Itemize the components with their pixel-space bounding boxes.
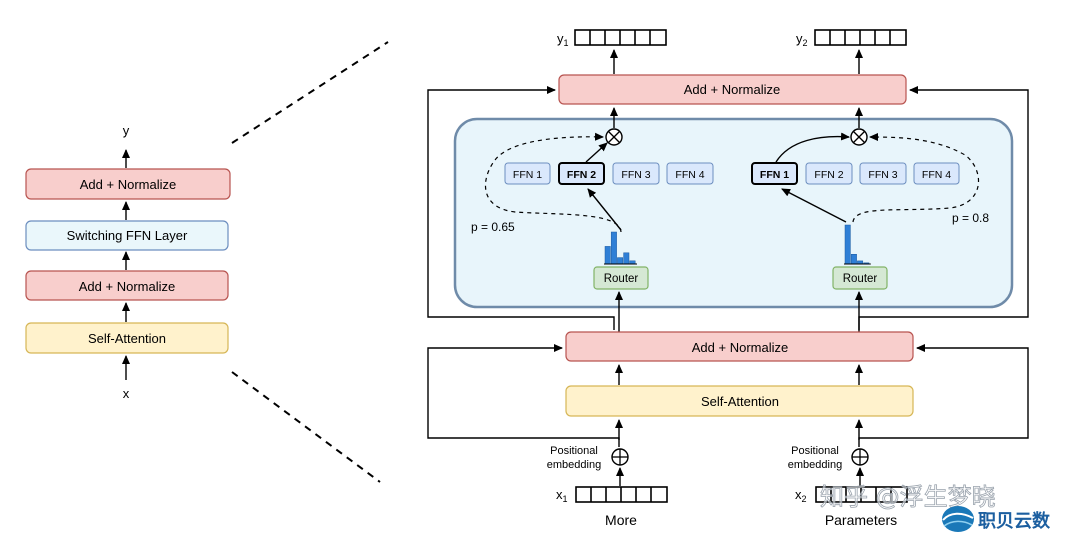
left-output-label: y <box>123 123 130 138</box>
token2-hist-bar-1 <box>844 224 851 265</box>
self-attention-block: Self-Attention <box>565 385 914 417</box>
token1-ffn-1: FFN 1 <box>504 162 551 185</box>
pos-embed-label-1a: Positional <box>550 445 598 457</box>
pos-embed-label-1b: embedding <box>547 459 601 471</box>
x1-label: x1 <box>556 487 568 504</box>
token1-ffn-2-selected: FFN 2 <box>558 162 605 185</box>
svg-text:FFN 1: FFN 1 <box>760 169 789 181</box>
token1-expert-row: FFN 1 FFN 2 FFN 3 FFN 4 <box>504 162 714 185</box>
x2-label: x2 <box>795 487 807 504</box>
pos-embed-plus-2 <box>851 448 869 466</box>
svg-text:Router: Router <box>843 273 878 285</box>
svg-text:FFN 1: FFN 1 <box>513 169 542 181</box>
svg-text:FFN 3: FFN 3 <box>621 169 650 181</box>
token2-router: Router <box>832 266 888 290</box>
left-switching-ffn-label: Switching FFN Layer <box>67 228 188 243</box>
left-input-label: x <box>123 386 130 401</box>
zoom-line-top <box>231 41 389 144</box>
mid-add-norm: Add + Normalize <box>565 331 914 362</box>
left-add-norm-bottom-label: Add + Normalize <box>79 279 175 294</box>
y2-label: y2 <box>796 31 808 48</box>
mid-add-norm-label: Add + Normalize <box>692 340 788 355</box>
output-y1: y1 <box>557 29 667 48</box>
token1-prob-path <box>484 132 622 233</box>
token1-router-histogram <box>604 231 637 265</box>
token2-hist-bar-2 <box>850 254 857 265</box>
token2-ffn-2: FFN 2 <box>805 162 853 185</box>
left-stack: y Add + Normalize Switching FFN Layer Ad… <box>25 123 231 401</box>
svg-text:FFN 4: FFN 4 <box>922 169 951 181</box>
svg-text:Router: Router <box>604 273 639 285</box>
token2-prob-label: p = 0.8 <box>952 211 989 225</box>
svg-text:FFN 2: FFN 2 <box>567 169 596 181</box>
left-switching-ffn-layer: Switching FFN Layer <box>25 220 229 251</box>
left-self-attention-label: Self-Attention <box>88 331 166 346</box>
token1-router: Router <box>593 266 649 290</box>
watermark-logo: 职贝云数 <box>942 506 1051 532</box>
svg-text:FFN 2: FFN 2 <box>814 169 843 181</box>
pos-embed-plus-1 <box>611 448 629 466</box>
token2-word: Parameters <box>825 512 897 528</box>
residual-left-top <box>427 86 615 330</box>
top-add-norm: Add + Normalize <box>558 74 907 105</box>
left-add-norm-top-label: Add + Normalize <box>80 177 176 192</box>
pos-embed-label-2a: Positional <box>791 445 839 457</box>
zoom-line-bottom <box>231 371 381 483</box>
y1-label: y1 <box>557 31 569 48</box>
output-y2: y2 <box>796 29 907 48</box>
token1-prob-label: p = 0.65 <box>471 220 515 234</box>
residual-left-bottom <box>427 344 620 440</box>
left-add-norm-top: Add + Normalize <box>25 168 231 200</box>
token2-ffn-3: FFN 3 <box>859 162 907 185</box>
pos-embed-label-2b: embedding <box>788 459 842 471</box>
token1-hist-bar-2 <box>610 231 617 265</box>
token2-prob-path <box>852 133 980 223</box>
watermark-text: 知乎 @浮生梦晓 <box>820 483 996 511</box>
token2-ffn-1-selected: FFN 1 <box>751 162 798 185</box>
token2-ffn-4: FFN 4 <box>913 162 960 185</box>
left-self-attention: Self-Attention <box>25 322 229 354</box>
token2-expert-row: FFN 1 FFN 2 FFN 3 FFN 4 <box>751 162 960 185</box>
top-add-norm-label: Add + Normalize <box>684 82 780 97</box>
multiply-node-2 <box>850 128 868 146</box>
token1-hist-bar-1 <box>604 246 611 265</box>
token1-hist-bar-3 <box>617 257 624 265</box>
multiply-node-1 <box>605 128 623 146</box>
input-x2: x2 Parameters <box>795 486 908 528</box>
svg-text:FFN 3: FFN 3 <box>868 169 897 181</box>
self-attention-label: Self-Attention <box>701 394 779 409</box>
token1-word: More <box>605 512 637 528</box>
residual-right-bottom <box>858 344 1029 440</box>
token1-hist-bar-4 <box>623 252 630 265</box>
input-x1: x1 More <box>556 486 668 528</box>
token2-router-histogram <box>844 224 871 265</box>
token1-ffn-4: FFN 4 <box>666 162 714 185</box>
token1-ffn-3: FFN 3 <box>612 162 660 185</box>
left-add-norm-bottom: Add + Normalize <box>25 270 229 301</box>
watermark-logo-text: 职贝云数 <box>978 510 1051 532</box>
svg-text:FFN 4: FFN 4 <box>675 169 704 181</box>
